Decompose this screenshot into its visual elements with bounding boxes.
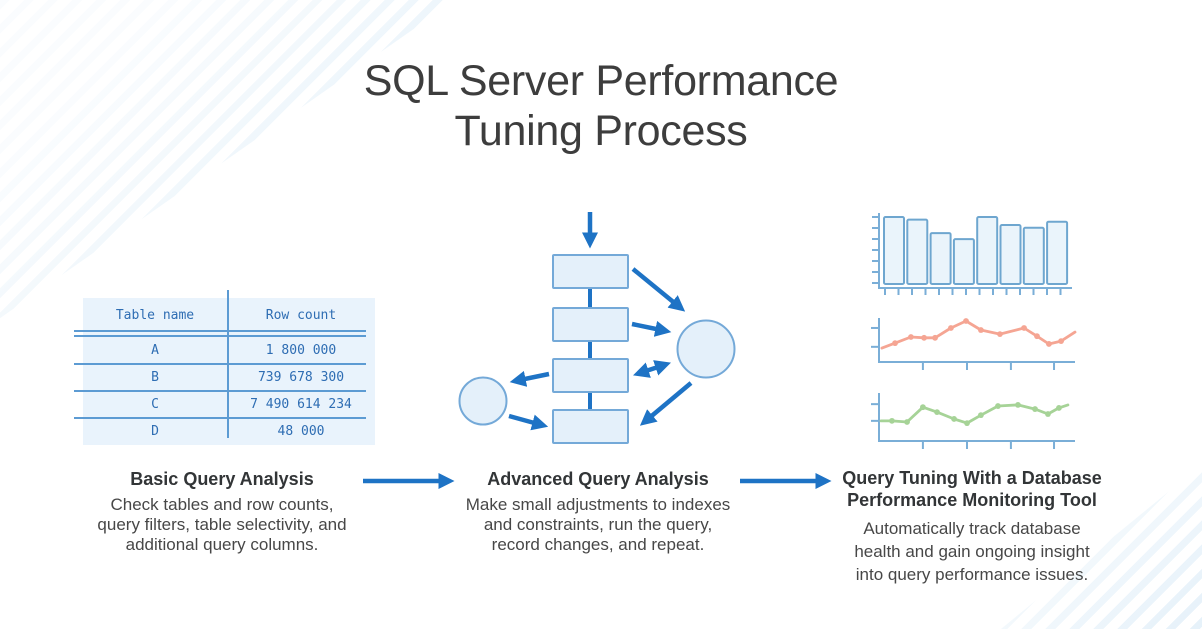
step-3: Query Tuning With a Database Performance…	[800, 467, 1144, 586]
step-3-heading: Query Tuning With a Database Performance…	[842, 468, 1102, 510]
flow-box-4	[552, 409, 629, 444]
table-cell-name: C	[151, 397, 159, 412]
table-header-rule-1	[74, 330, 366, 332]
table-cell-count: 7 490 614 234	[250, 397, 352, 412]
line-chart-salmon	[871, 318, 1077, 370]
table-row: A 1 800 000	[83, 337, 375, 364]
table-header-count: Row count	[265, 307, 337, 323]
table-cell-count: 1 800 000	[265, 343, 337, 358]
flow-circle-small	[458, 376, 508, 426]
flow-arrow-box1-circle	[631, 267, 686, 312]
flow-box-3	[552, 358, 629, 393]
flow-box-1	[552, 254, 629, 289]
step-2-description: Make small adjustments to indexes and co…	[465, 495, 731, 554]
table-row: D 48 000	[74, 417, 375, 445]
bar-chart	[872, 213, 1072, 295]
flow-arrow-box3-smallcircle	[509, 370, 550, 387]
table-cell-count: 739 678 300	[257, 370, 345, 385]
step-1-heading: Basic Query Analysis	[130, 469, 314, 489]
step-arrow-1	[363, 472, 455, 490]
corner-stripes-top-left	[0, 0, 455, 318]
step-1-description: Check tables and row counts, query filte…	[97, 495, 347, 554]
step-2-heading: Advanced Query Analysis	[487, 469, 709, 489]
table-header-name: Table name	[115, 307, 195, 323]
table-row: C 7 490 614 234	[74, 390, 375, 418]
table-row: B 739 678 300	[74, 363, 375, 391]
flow-circle-large	[676, 319, 736, 379]
step-3-description: Automatically track database health and …	[854, 519, 1090, 584]
flow-arrow-box3-circle-both	[633, 360, 671, 378]
table-cell-name: A	[151, 343, 159, 358]
table-header-rule-2	[74, 335, 366, 337]
table-cell-name: D	[151, 424, 159, 439]
step-1: Basic Query Analysis Check tables and ro…	[50, 468, 394, 555]
flow-arrow-circle-box4	[639, 381, 693, 426]
line-chart-green	[871, 393, 1075, 449]
page-title: SQL Server Performance Tuning Process	[363, 57, 839, 155]
flow-arrow-smallcircle-box4	[508, 413, 549, 431]
table-cell-count: 48 000	[277, 424, 325, 439]
flow-box-2	[552, 307, 629, 342]
table-header-row: Table name Row count	[83, 298, 375, 332]
flow-arrow-box2-circle	[631, 320, 672, 337]
step-arrow-2	[740, 472, 832, 490]
table-cell-name: B	[151, 370, 159, 385]
flowchart-diagram	[458, 212, 736, 444]
step-2: Advanced Query Analysis Make small adjus…	[426, 468, 770, 555]
